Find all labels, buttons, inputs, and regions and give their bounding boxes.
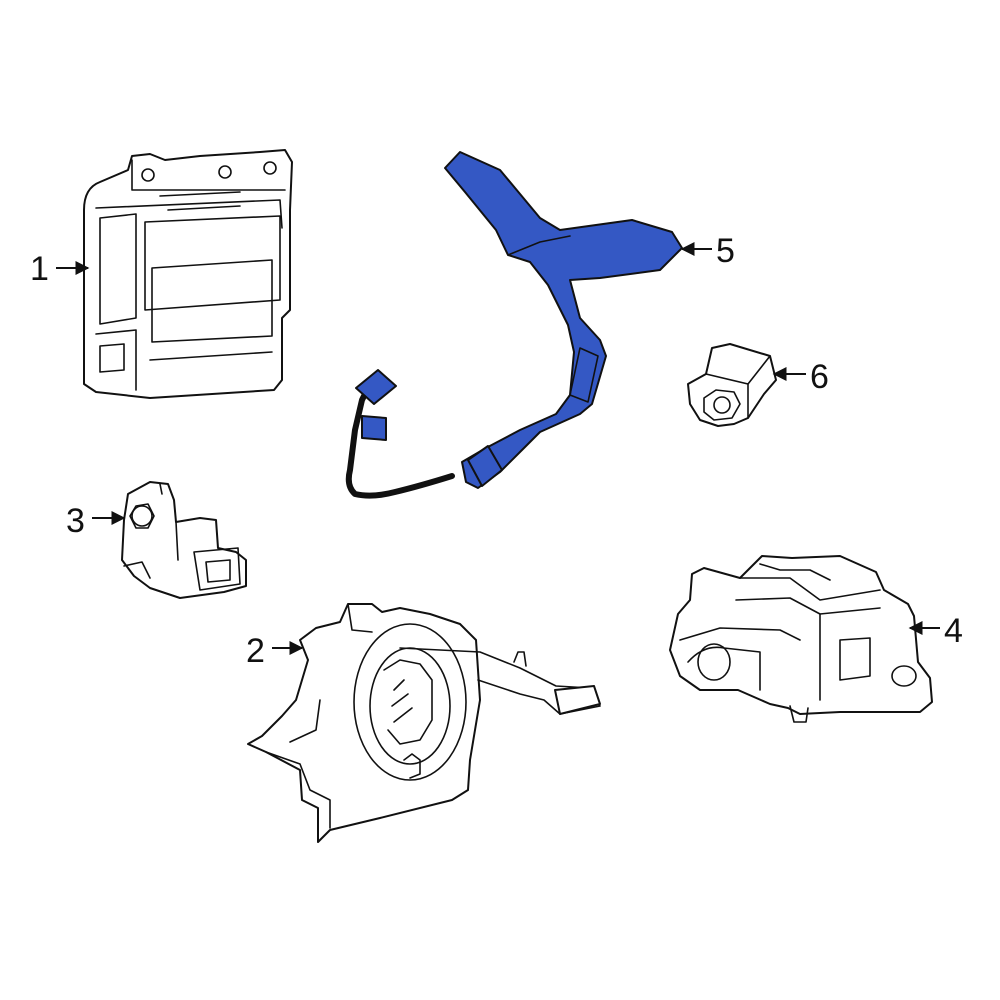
part-4-sensor-module[interactable] xyxy=(669,555,933,723)
callout-2: 2 xyxy=(246,632,304,670)
callout-1-label: 1 xyxy=(30,250,49,288)
part-5-wiring-harness[interactable] xyxy=(345,151,683,499)
part-3-sensor[interactable] xyxy=(121,481,247,599)
callout-3: 3 xyxy=(66,502,126,540)
callout-6-label: 6 xyxy=(810,358,829,396)
callout-6: 6 xyxy=(772,358,829,396)
callout-5-label: 5 xyxy=(716,232,735,270)
callout-5: 5 xyxy=(680,232,735,270)
part-2-clockspring[interactable] xyxy=(247,603,601,843)
callout-3-label: 3 xyxy=(66,502,85,540)
part-6-sensor[interactable] xyxy=(687,343,777,427)
callout-4: 4 xyxy=(908,612,963,650)
callout-4-label: 4 xyxy=(944,612,963,650)
callout-1: 1 xyxy=(30,250,90,288)
part-1-control-module[interactable] xyxy=(83,149,293,399)
callout-2-label: 2 xyxy=(246,632,265,670)
